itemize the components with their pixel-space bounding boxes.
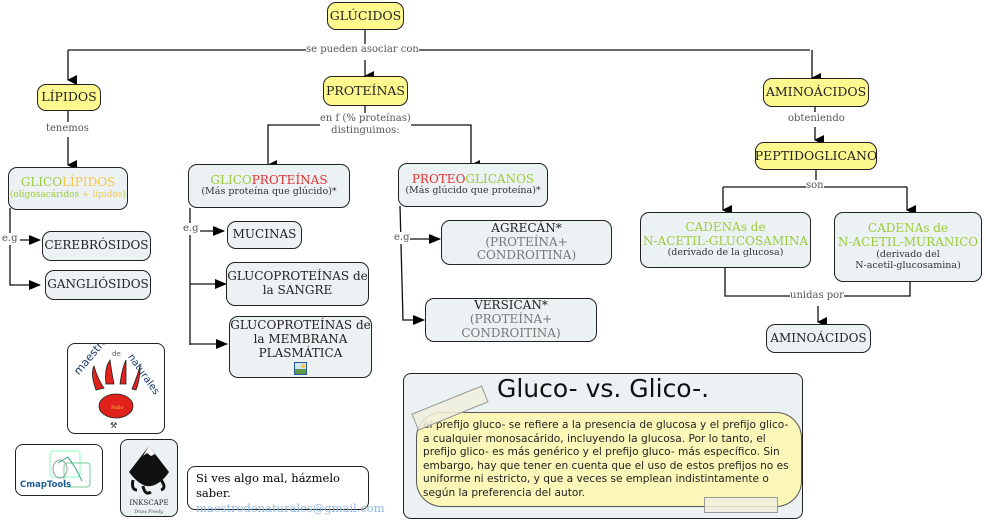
sub-1: (derivado del xyxy=(876,248,940,260)
node-mucinas-label: MUCINAS xyxy=(232,227,297,242)
node-versican-label: VERSICÁN* xyxy=(474,298,548,313)
node-proteoglicanos[interactable]: PROTEOGLICANOS (Más glúcido que proteína… xyxy=(398,163,548,207)
link-label-en-f-line2: distinguimos: xyxy=(331,124,400,136)
node-versican-sub: (PROTEÍNA+ CONDROITINA) xyxy=(461,312,561,340)
svg-text:⚒: ⚒ xyxy=(110,421,117,430)
note-gluco-vs-glico: Gluco- vs. Glico-. el prefijo gluco- se … xyxy=(403,373,803,519)
node-glicoproteinas-title: GLICOPROTEÍNAS xyxy=(210,172,328,188)
title-part-proteo: PROTEO xyxy=(411,171,466,186)
maestro-de-naturales-logo: maestro de naturales Pollo ⚒ xyxy=(67,334,165,434)
link-label-son: son xyxy=(806,180,824,192)
title-part-lipidos: LÍPIDOS xyxy=(62,175,116,190)
node-versican[interactable]: VERSICÁN* (PROTEÍNA+ CONDROITINA) xyxy=(425,298,597,342)
node-proteoglicanos-title: PROTEOGLICANOS xyxy=(411,171,535,187)
sub-2: N-acetil-glucosamina) xyxy=(855,259,961,271)
note-title: Gluco- vs. Glico-. xyxy=(496,374,710,403)
line-1: CADENAs de xyxy=(685,219,766,234)
link-label-en-f-line1: en f (% proteínas) xyxy=(320,113,411,124)
node-gangliosidos-label: GANGLIÓSIDOS xyxy=(47,277,149,292)
line-2: la MEMBRANA xyxy=(253,332,348,347)
node-glicolipidos-sub: (oligosacáridos + lípidos) xyxy=(10,190,126,200)
inkscape-icon: INKSCAPE Draw Freely. xyxy=(129,446,169,515)
link-label-obteniendo: obteniendo xyxy=(788,113,845,125)
node-mucinas[interactable]: MUCINAS xyxy=(227,221,302,249)
note-body: el prefijo gluco- se refiere a la presen… xyxy=(416,412,802,507)
contact-email-link[interactable]: maestrodenaturales@gmail.com xyxy=(196,501,385,515)
cmaptools-logo: CmapTools xyxy=(15,444,103,496)
paw-print-icon: maestro de naturales Pollo ⚒ xyxy=(71,334,161,430)
line-2: N-ACETIL-GLUCOSAMINA xyxy=(642,233,809,248)
link-label-se-pueden: se pueden asociar con xyxy=(306,44,419,56)
line-1: CADENAs de xyxy=(867,221,949,236)
link-label-unidas-por: unidas por xyxy=(790,290,844,302)
sub-close: ) xyxy=(122,190,127,201)
sub-plus: + xyxy=(79,190,93,201)
contact-message: Si ves algo mal, házmelo saber. xyxy=(196,471,340,500)
line-2: la SANGRE xyxy=(262,283,333,297)
logo-text-maestro: maestro xyxy=(71,344,110,377)
arrow-to-versican xyxy=(399,205,425,325)
cmaptools-icon: CmapTools xyxy=(20,450,91,490)
node-proteinas[interactable]: PROTEÍNAS xyxy=(323,76,408,106)
inkscape-label: INKSCAPE xyxy=(129,499,168,507)
sub-part-lipidos: lípidos xyxy=(92,190,123,201)
link-label-tenemos: tenemos xyxy=(46,123,89,135)
node-agrecan[interactable]: AGRECÁN* (PROTEÍNA+ CONDROITINA) xyxy=(441,220,612,265)
node-lipidos[interactable]: LÍPIDOS xyxy=(37,84,101,111)
inkscape-logo: INKSCAPE Draw Freely. xyxy=(120,439,178,517)
image-icon[interactable] xyxy=(294,361,307,375)
node-cadena-muranico[interactable]: CADENAs de N-ACETIL-MURANICO (derivado d… xyxy=(834,212,982,282)
line-3: PLASMÁTICA xyxy=(258,345,343,360)
node-glucidos-label: GLÚCIDOS xyxy=(329,7,402,23)
node-glucoproteinas-sangre[interactable]: GLUCOPROTEÍNAS de la SANGRE xyxy=(226,262,369,306)
node-cadena-glucosamina[interactable]: CADENAs de N-ACETIL-GLUCOSAMINA (derivad… xyxy=(640,212,811,268)
node-lipidos-label: LÍPIDOS xyxy=(41,89,97,105)
title-part-proteinas: PROTEÍNAS xyxy=(251,172,328,187)
link-label-eg: e.g xyxy=(183,223,199,235)
title-part-glico: GLICO xyxy=(210,172,252,187)
arrow-to-gangliosidos xyxy=(9,208,41,290)
node-glucoproteinas-membrana[interactable]: GLUCOPROTEÍNAS de la MEMBRANA PLASMÁTICA xyxy=(229,316,372,378)
node-aminoacidos[interactable]: AMINOÁCIDOS xyxy=(763,78,869,107)
link-label-eg: e.g xyxy=(2,233,18,245)
node-glicoproteinas-sub: (Más proteína que glúcido)* xyxy=(201,186,337,198)
svg-text:Pollo: Pollo xyxy=(111,405,123,411)
node-aminoacidos-label: AMINOÁCIDOS xyxy=(765,84,867,100)
cmaptools-label: CmapTools xyxy=(20,480,71,490)
node-proteinas-label: PROTEÍNAS xyxy=(326,82,405,98)
arrow-to-proteoglicanos xyxy=(411,124,480,170)
node-proteoglicanos-sub: (Más glúcido que proteína)* xyxy=(405,185,541,197)
line-2: N-ACETIL-MURANICO xyxy=(837,235,979,250)
line-1: GLUCOPROTEÍNAS de xyxy=(230,318,371,333)
sub-part-oligosacaridos: (oligosacáridos xyxy=(9,190,80,201)
node-cerebrosidos[interactable]: CEREBRÓSIDOS xyxy=(42,231,151,261)
node-peptidoglicano[interactable]: PEPTIDOGLICANO xyxy=(755,142,877,170)
node-cerebrosidos-label: CEREBRÓSIDOS xyxy=(44,238,149,253)
node-glicolipidos[interactable]: GLICOLÍPIDOS (oligosacáridos + lípidos) xyxy=(8,167,128,210)
node-aminoacidos-bottom-label: AMINOÁCIDOS xyxy=(770,330,867,345)
node-glucidos[interactable]: GLÚCIDOS xyxy=(327,2,404,30)
line-1: GLUCOPROTEÍNAS de xyxy=(227,269,368,284)
link-label-en-f: en f (% proteínas) distinguimos: xyxy=(320,113,411,136)
node-glicolipidos-title: GLICOLÍPIDOS xyxy=(21,176,116,190)
logo-text-de: de xyxy=(112,350,121,358)
title-part-glico: GLICO xyxy=(20,175,63,190)
node-peptidoglicano-label: PEPTIDOGLICANO xyxy=(754,147,878,163)
node-agrecan-sub: (PROTEÍNA+ CONDROITINA) xyxy=(476,234,577,263)
link-label-eg: e.g xyxy=(394,232,410,244)
arrow-to-glicoproteinas xyxy=(267,124,320,170)
logo-text-naturales: naturales xyxy=(125,352,161,397)
tape-decoration xyxy=(704,497,778,513)
sub: (derivado de la glucosa) xyxy=(667,247,784,259)
node-aminoacidos-bottom[interactable]: AMINOÁCIDOS xyxy=(766,324,871,353)
title-part-glicanos: GLICANOS xyxy=(465,171,535,186)
contact-box: Si ves algo mal, házmelo saber. maestrod… xyxy=(187,466,385,515)
inkscape-tagline: Draw Freely. xyxy=(133,509,164,515)
node-agrecan-label: AGRECÁN* xyxy=(491,220,562,235)
node-gangliosidos[interactable]: GANGLIÓSIDOS xyxy=(45,270,151,300)
node-glicoproteinas[interactable]: GLICOPROTEÍNAS (Más proteína que glúcido… xyxy=(188,164,350,208)
